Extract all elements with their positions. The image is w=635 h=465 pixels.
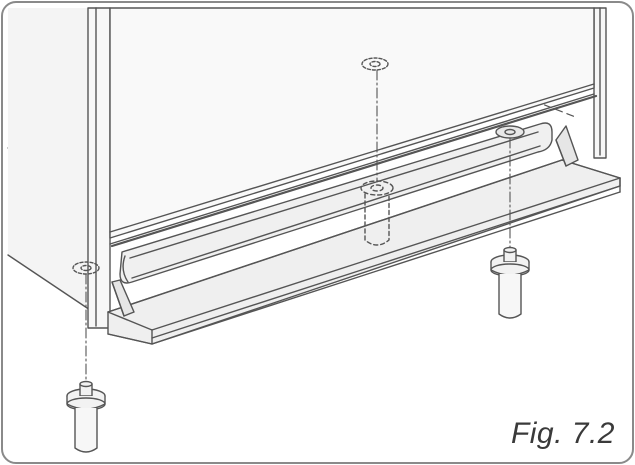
right-bracket <box>555 125 579 167</box>
left-bracket <box>111 279 135 317</box>
base-plinth <box>107 159 621 345</box>
foot-left <box>66 380 106 453</box>
appliance-door <box>109 7 598 248</box>
cabinet-right-panel <box>593 7 607 159</box>
plinth-recess <box>119 122 553 284</box>
alignment-axes <box>85 69 511 385</box>
cabinet-side-panel <box>7 7 111 329</box>
foot-socket-right <box>495 125 525 139</box>
figure-caption: Fig. 7.2 <box>510 417 615 450</box>
foot-right <box>490 246 530 319</box>
